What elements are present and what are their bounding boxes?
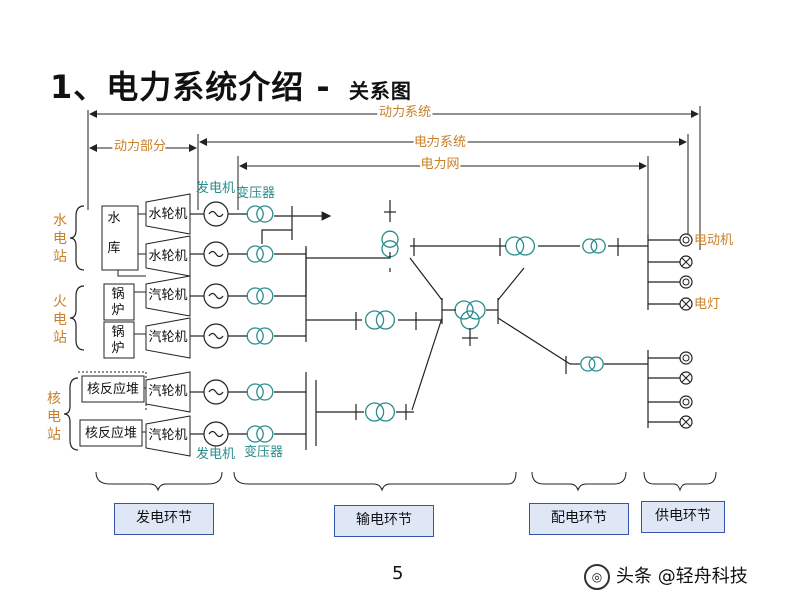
transformer-icon: [364, 402, 396, 422]
three-winding-transformer-icon: [454, 300, 486, 330]
boiler-box-2: [103, 321, 135, 359]
generator-icon: [190, 201, 248, 227]
motor-icon: [679, 275, 693, 289]
turbine-hydro-1-label: 水轮机: [148, 207, 187, 222]
load-group: [679, 233, 693, 429]
transformer-group: [246, 205, 606, 443]
generator-icon: [190, 323, 248, 349]
span-dongli-xitong-label: 动力系统: [379, 105, 431, 120]
wiring: [261, 200, 680, 450]
reactor-label-2: 核反应堆: [85, 425, 137, 441]
station-thermal-char-1: 火: [53, 294, 67, 310]
section-supply: 供电环节: [641, 501, 725, 533]
section-brackets: [95, 471, 717, 492]
reactor-box-2: [79, 419, 143, 447]
motor-label: 电动机: [694, 233, 733, 248]
transformer-icon: [504, 236, 536, 256]
generator-label-top: 发电机: [196, 180, 235, 196]
station-thermal-char-3: 站: [53, 330, 67, 346]
transformer-label-top: 变压器: [236, 185, 275, 201]
lamp-icon: [679, 297, 693, 311]
transformer-icon: [246, 383, 274, 401]
station-hydro-char-1: 水: [53, 213, 67, 229]
turbine-hydro-2-label: 水轮机: [148, 249, 187, 264]
brace-nuclear: [63, 377, 79, 451]
span-dianli-xitong: [199, 134, 689, 240]
reservoir-char-1: 水: [107, 211, 120, 226]
boiler-2-char-2: 炉: [111, 341, 124, 356]
title-dash: -: [304, 68, 331, 106]
watermark-text: 头条 @轻舟科技: [616, 566, 748, 587]
generator-icon: [190, 379, 248, 405]
section-distribution: 配电环节: [529, 503, 629, 535]
section-transmission: 输电环节: [334, 505, 434, 537]
turbine-hydro-1: [145, 193, 191, 235]
watermark-icon: ◎: [584, 564, 610, 590]
motor-icon: [679, 395, 693, 409]
motor-icon: [679, 233, 693, 247]
span-dongli-xitong: [87, 106, 701, 250]
turbine-steam-3-label: 汽轮机: [148, 384, 187, 399]
generator-icon: [190, 283, 248, 309]
generator-icon: [190, 421, 248, 447]
title-main: 1、电力系统介绍: [50, 68, 305, 106]
boiler-box-1: [103, 283, 135, 321]
station-nuclear-char-2: 电: [47, 409, 61, 425]
turbine-steam-1-label: 汽轮机: [148, 288, 187, 303]
span-dongli-bufen: [89, 134, 199, 210]
lamp-icon: [679, 371, 693, 385]
transformer-icon: [246, 245, 274, 263]
generator-label-bottom: 发电机: [196, 446, 235, 462]
turbine-steam-2-label: 汽轮机: [148, 330, 187, 345]
transformer-icon: [246, 287, 274, 305]
turbine-steam-4: [145, 415, 191, 457]
station-thermal-char-2: 电: [53, 312, 67, 328]
span-dianli-wang: [237, 156, 649, 240]
lamp-label: 电灯: [694, 297, 720, 312]
motor-icon: [679, 351, 693, 365]
transformer-label-bottom: 变压器: [244, 444, 283, 460]
boiler-2-char-1: 锅: [111, 324, 124, 340]
lamp-icon: [679, 415, 693, 429]
generator-group: [190, 201, 248, 447]
reservoir-char-2: 库: [107, 240, 120, 256]
turbine-steam-3: [145, 371, 191, 413]
station-nuclear-char-3: 站: [47, 427, 61, 443]
transformer-icon: [246, 205, 274, 223]
section-generation: 发电环节: [114, 503, 214, 535]
span-dongli-bufen-label: 动力部分: [114, 139, 166, 154]
transformer-icon: [246, 327, 274, 345]
transformer-icon: [364, 310, 396, 330]
boiler-1-char-1: 锅: [111, 286, 124, 302]
turbine-steam-2: [145, 317, 191, 359]
station-hydro-char-2: 电: [53, 231, 67, 247]
boiler-1-char-2: 炉: [111, 303, 124, 318]
transformer-icon: [580, 356, 604, 372]
lamp-icon: [679, 255, 693, 269]
reactor-label-1: 核反应堆: [87, 381, 139, 397]
generator-icon: [190, 241, 248, 267]
station-hydro-char-3: 站: [53, 249, 67, 265]
page-title: 1、电力系统介绍 - 关系图: [50, 62, 412, 108]
span-dianli-wang-label: 电力网: [420, 157, 459, 172]
brace-thermal: [69, 285, 85, 351]
reactor-box-1: [81, 375, 145, 403]
reservoir-box: [101, 205, 139, 271]
turbine-steam-4-label: 汽轮机: [148, 428, 187, 443]
brace-hydro: [69, 205, 85, 271]
page-number: 5: [392, 563, 404, 584]
watermark: ◎ 头条 @轻舟科技: [584, 562, 748, 590]
transformer-icon: [582, 238, 606, 254]
span-dianli-xitong-label: 电力系统: [414, 135, 466, 150]
title-sub: 关系图: [348, 79, 412, 103]
turbine-steam-1: [145, 275, 191, 317]
transformer-icon: [246, 425, 274, 443]
station-nuclear-char-1: 核: [47, 391, 61, 407]
